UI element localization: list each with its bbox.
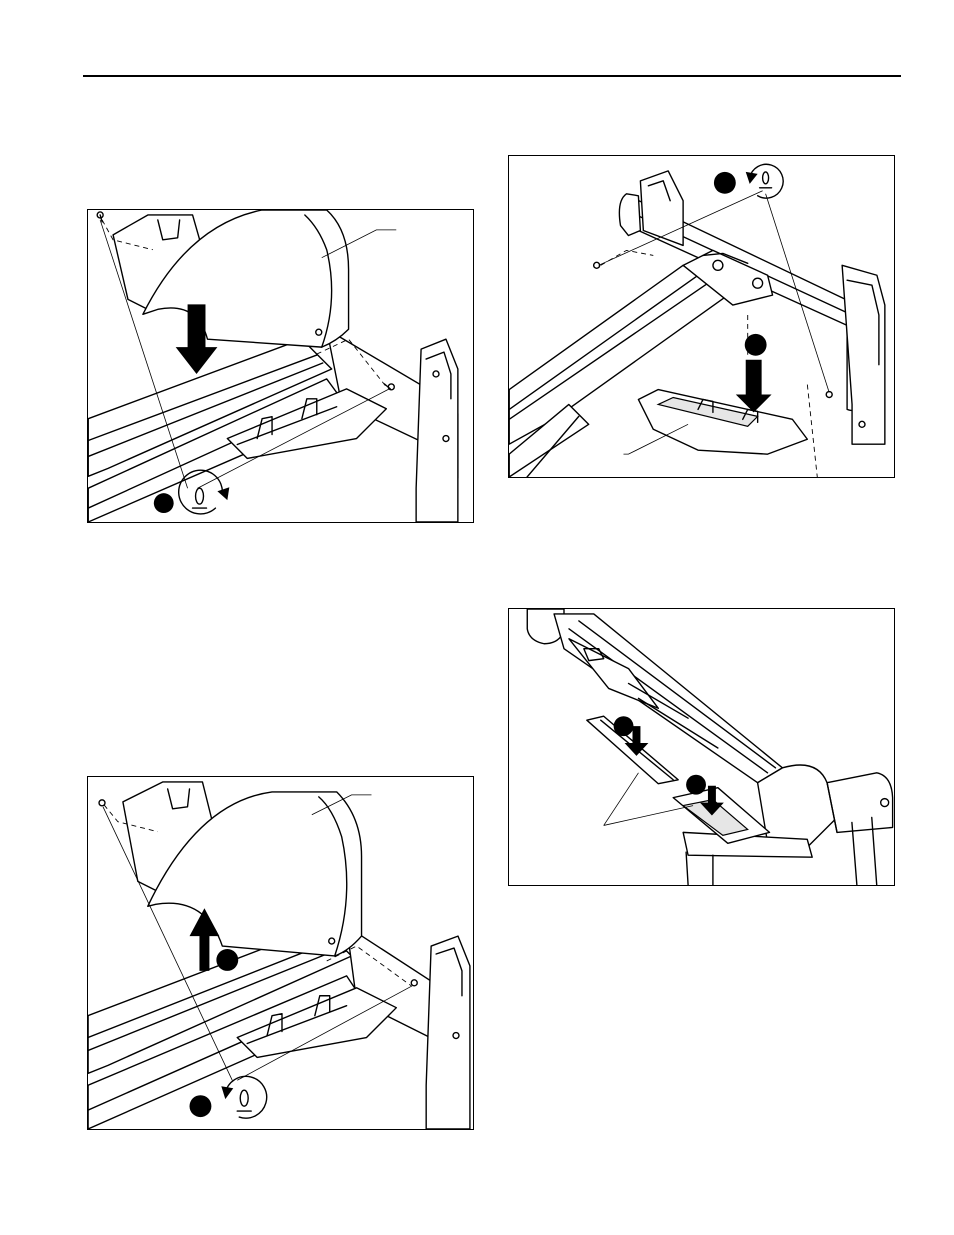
- figure-remove-tray-drawing: [509, 156, 894, 477]
- rotate-counterclockwise-icon: [746, 164, 783, 198]
- header-rule: [83, 75, 901, 77]
- step-marker-2: [686, 775, 706, 795]
- figure-arm-covers: [508, 608, 895, 886]
- step-marker-1: [614, 716, 634, 736]
- figure-remove-cover: [87, 776, 474, 1130]
- rotate-counterclockwise-icon: [221, 1076, 266, 1118]
- step-marker-1: [216, 949, 238, 971]
- step-marker-2: [190, 1095, 212, 1117]
- figure-install-cover: [87, 209, 474, 523]
- step-marker-1: [714, 172, 736, 194]
- step-marker-1: [154, 493, 174, 513]
- figure-remove-tray: [508, 155, 895, 478]
- figure-remove-cover-drawing: [88, 777, 473, 1129]
- figure-install-cover-drawing: [88, 210, 473, 522]
- figure-arm-covers-drawing: [509, 609, 894, 885]
- step-marker-2: [745, 334, 767, 356]
